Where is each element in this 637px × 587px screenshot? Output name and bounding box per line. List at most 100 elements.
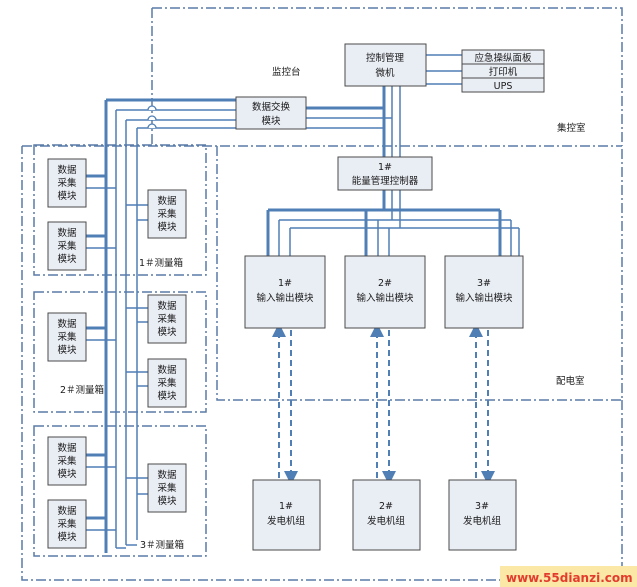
daq-label-line: 采集 <box>157 313 177 325</box>
daq-module-2b-labels: 数据 采集 模块 <box>157 300 177 338</box>
emergency-panel-label: 应急操纵面板 <box>474 52 532 64</box>
distribution-room-outline <box>216 146 623 401</box>
daq-module-2c-labels: 数据 采集 模块 <box>157 364 177 402</box>
watermark-text: www.55dianzi.com <box>506 571 633 585</box>
daq-module-2b-box <box>147 294 187 344</box>
generator-3-box <box>448 479 517 551</box>
daq-label-line: 模块 <box>57 531 77 543</box>
watermark-bg <box>500 566 637 587</box>
daq-label-line: 数据 <box>57 442 77 454</box>
region-labels: 监控台 集控室 配电室 1＃测量箱 2＃测量箱 3＃测量箱 <box>60 66 586 551</box>
controller-box <box>344 43 427 87</box>
daq-module-3b-labels: 数据 采集 模块 <box>157 469 177 507</box>
crossing-bumps <box>147 105 157 129</box>
watermark: www.55dianzi.com <box>500 566 637 587</box>
control-room-label: 集控室 <box>557 122 586 134</box>
io-module-3-label-1: 3# <box>477 278 491 289</box>
daq-label-line: 采集 <box>57 240 77 252</box>
daq-label-line: 数据 <box>157 469 177 481</box>
io-module-3-label-2: 输入输出模块 <box>455 292 513 304</box>
daq-module-3a-labels: 数据 采集 模块 <box>57 442 77 480</box>
bump-2 <box>147 115 157 121</box>
daq-label-line: 数据 <box>57 227 77 239</box>
io-module-1-label-1: 1# <box>278 278 292 289</box>
daq-label-line: 数据 <box>157 300 177 312</box>
daq-label-line: 模块 <box>157 390 177 402</box>
generator-1-label-1: 1# <box>279 501 293 512</box>
io-module-3-box <box>444 255 524 329</box>
region-outlines <box>21 7 623 581</box>
daq-module-1b-box <box>47 221 87 271</box>
daq-label-line: 模块 <box>57 190 77 202</box>
controller-label-2: 微机 <box>375 67 395 79</box>
daq-label-line: 数据 <box>57 505 77 517</box>
daq-module-1c-box <box>147 189 187 239</box>
printer-label: 打印机 <box>489 66 518 78</box>
daq-module-2a-box <box>47 312 87 362</box>
daq-label-line: 采集 <box>57 331 77 343</box>
measure-box-1-label: 1＃测量箱 <box>139 257 183 269</box>
measure-box-1-outline <box>33 144 207 276</box>
control-room-outline <box>151 7 623 146</box>
daq-module-1b-labels: 数据 采集 模块 <box>57 227 77 265</box>
io-module-2-label-1: 2# <box>378 278 392 289</box>
daq-module-1a-box <box>47 158 87 208</box>
generator-1-label-2: 发电机组 <box>267 515 306 527</box>
daq-label-line: 模块 <box>57 468 77 480</box>
daq-module-3b-box <box>147 463 187 513</box>
generator-2-label-1: 2# <box>379 501 393 512</box>
io-module-2-box <box>344 255 426 329</box>
daq-label-line: 模块 <box>157 221 177 233</box>
io-module-1-box <box>244 255 326 329</box>
generator-links <box>272 323 495 485</box>
measure-box-2-outline <box>33 291 207 413</box>
box-labels: 控制管理 微机 应急操纵面板 打印机 UPS 数据交换 模块 1# 能量管理控制… <box>57 52 532 543</box>
daq-label-line: 模块 <box>157 495 177 507</box>
daq-label-line: 模块 <box>57 344 77 356</box>
bus-lines <box>86 54 520 553</box>
data-switch-box <box>235 96 307 130</box>
io-module-1-label-2: 输入输出模块 <box>256 292 314 304</box>
data-switch-label-1: 数据交换 <box>252 101 291 113</box>
data-switch-label-2: 模块 <box>261 115 281 127</box>
energy-manager-box <box>337 156 433 191</box>
daq-label-line: 模块 <box>57 253 77 265</box>
daq-label-line: 采集 <box>157 377 177 389</box>
daq-module-1c-labels: 数据 采集 模块 <box>157 195 177 233</box>
monitor-desk-label: 监控台 <box>272 66 301 78</box>
daq-module-2a-labels: 数据 采集 模块 <box>57 318 77 356</box>
daq-label-line: 采集 <box>57 518 77 530</box>
io-module-2-label-2: 输入输出模块 <box>356 292 414 304</box>
daq-label-line: 数据 <box>157 364 177 376</box>
daq-label-line: 采集 <box>57 177 77 189</box>
daq-module-3c-box <box>47 499 87 549</box>
daq-module-3a-box <box>47 436 87 486</box>
daq-label-line: 采集 <box>157 482 177 494</box>
generator-2-box <box>352 479 421 551</box>
daq-label-line: 数据 <box>57 164 77 176</box>
energy-manager-label-2: 能量管理控制器 <box>352 175 419 187</box>
daq-label-line: 模块 <box>157 326 177 338</box>
daq-module-2c-box <box>147 358 187 408</box>
boxes <box>47 43 545 551</box>
ups-label: UPS <box>494 81 513 92</box>
measure-box-2-label: 2＃测量箱 <box>60 384 104 396</box>
outer-frame-outline <box>21 146 623 581</box>
daq-module-3c-labels: 数据 采集 模块 <box>57 505 77 543</box>
ups-box <box>461 77 545 93</box>
daq-label-line: 数据 <box>157 195 177 207</box>
daq-label-line: 数据 <box>57 318 77 330</box>
bump-3 <box>147 123 157 129</box>
generator-3-label-2: 发电机组 <box>463 515 502 527</box>
bump-1 <box>147 105 157 111</box>
distribution-room-label: 配电室 <box>556 375 585 387</box>
generator-1-box <box>252 479 321 551</box>
daq-label-line: 采集 <box>57 455 77 467</box>
generator-3-label-1: 3# <box>475 501 489 512</box>
daq-module-1a-labels: 数据 采集 模块 <box>57 164 77 202</box>
energy-manager-label-1: 1# <box>378 162 392 173</box>
measure-box-3-label: 3＃测量箱 <box>140 539 184 551</box>
measure-box-3-outline <box>33 425 207 557</box>
controller-label-1: 控制管理 <box>366 52 405 64</box>
